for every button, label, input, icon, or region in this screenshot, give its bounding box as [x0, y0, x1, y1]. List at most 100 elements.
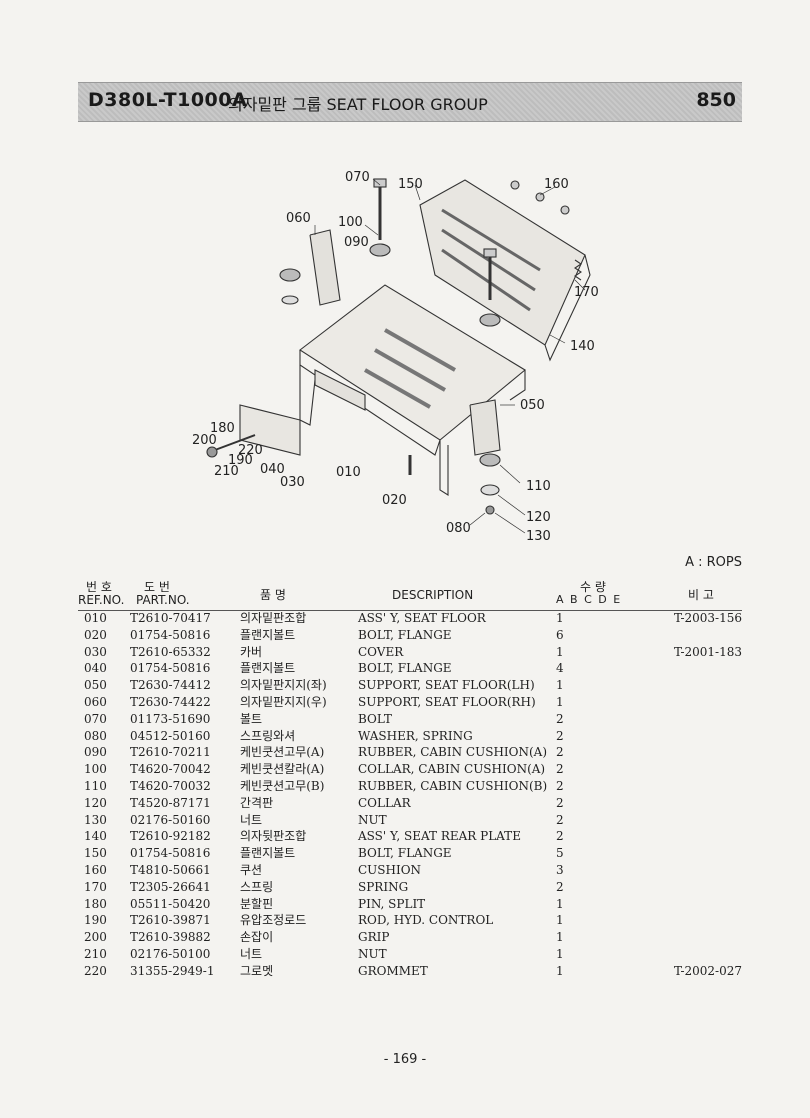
- row-korean-name: 플랜지볼트: [240, 661, 296, 676]
- row-korean-name: 너트: [240, 946, 263, 961]
- row-part-no: 02176-50160: [130, 812, 211, 827]
- row-korean-name: 케빈쿳션고무(A): [240, 745, 325, 760]
- model-number: D380L-T1000A: [88, 89, 248, 111]
- row-description: ASS' Y, SEAT REAR PLATE: [358, 829, 521, 844]
- row-part-no: 04512-50160: [130, 728, 211, 743]
- row-quantity: 4: [556, 661, 564, 676]
- callout-220: 220: [238, 443, 263, 458]
- row-description: GRIP: [358, 930, 390, 945]
- row-part-no: 01754-50816: [130, 846, 211, 861]
- callout-140: 140: [570, 339, 595, 354]
- row-ref-no: 120: [84, 795, 107, 810]
- row-part-no: T4810-50661: [130, 862, 211, 877]
- callout-020: 020: [382, 493, 407, 508]
- group-title: 의자밑판 그룹 SEAT FLOOR GROUP: [228, 95, 488, 114]
- row-ref-no: 190: [84, 913, 107, 928]
- row-ref-no: 110: [84, 778, 107, 793]
- row-part-no: T2610-70211: [130, 745, 211, 760]
- row-korean-name: 의자밑판조합: [240, 611, 307, 625]
- row-korean-name: 볼트: [240, 711, 263, 726]
- row-quantity: 1: [556, 946, 564, 961]
- callout-120: 120: [526, 510, 551, 525]
- row-korean-name: 케빈쿳션칼라(A): [240, 762, 325, 777]
- seat-rear-plate: [419, 179, 586, 346]
- row-quantity: 2: [556, 829, 564, 844]
- row-remark: T-2001-183: [673, 644, 742, 659]
- row-description: CUSHION: [358, 862, 422, 877]
- row-ref-no: 060: [84, 694, 107, 709]
- row-korean-name: 의자뒷판조합: [240, 829, 307, 844]
- row-quantity: 2: [556, 812, 564, 827]
- callout-070: 070: [345, 170, 370, 185]
- row-quantity: 2: [556, 879, 564, 894]
- row-quantity: 1: [556, 930, 564, 945]
- row-description: SUPPORT, SEAT FLOOR(RH): [358, 694, 536, 709]
- row-ref-no: 090: [84, 745, 107, 760]
- row-part-no: T4520-87171: [130, 795, 211, 810]
- row-ref-no: 130: [84, 812, 107, 827]
- page-number: - 169 -: [383, 1052, 427, 1067]
- callout-010: 010: [336, 465, 361, 480]
- row-ref-no: 210: [84, 946, 107, 961]
- row-quantity: 2: [556, 778, 564, 793]
- row-ref-no: 140: [84, 829, 107, 844]
- row-description: COVER: [358, 644, 404, 659]
- callout-110: 110: [526, 479, 551, 494]
- row-description: COLLAR, CABIN CUSHION(A): [358, 762, 546, 777]
- exploded-diagram: 070 150 160 060 100 090 170 140 050 180 …: [180, 165, 620, 550]
- header-description: DESCRIPTION: [392, 588, 474, 602]
- row-quantity: 5: [556, 846, 564, 861]
- row-quantity: 2: [556, 728, 564, 743]
- row-quantity: 2: [556, 711, 564, 726]
- row-part-no: T2305-26641: [130, 879, 211, 894]
- callout-200: 200: [192, 433, 217, 448]
- row-ref-no: 020: [84, 627, 107, 642]
- row-korean-name: 쿠션: [240, 862, 263, 877]
- row-part-no: T2630-74412: [130, 678, 211, 693]
- row-ref-no: 220: [84, 963, 107, 978]
- row-description: BOLT, FLANGE: [358, 627, 452, 642]
- header-qty-kor: 수 량: [580, 580, 606, 594]
- row-korean-name: 스프링: [240, 879, 274, 894]
- row-part-no: T2610-39871: [130, 913, 211, 928]
- callout-210: 210: [214, 464, 239, 479]
- row-remark: T-2002-027: [673, 963, 742, 978]
- row-description: BOLT, FLANGE: [358, 846, 452, 861]
- row-korean-name: 플랜지볼트: [240, 846, 296, 861]
- row-description: NUT: [358, 946, 387, 961]
- row-korean-name: 분할핀: [240, 896, 274, 911]
- row-description: BOLT: [358, 711, 392, 726]
- row-description: BOLT, FLANGE: [358, 661, 452, 676]
- callout-170: 170: [574, 285, 599, 300]
- row-quantity: 1: [556, 913, 564, 928]
- row-description: PIN, SPLIT: [358, 896, 426, 911]
- row-korean-name: 카버: [240, 644, 263, 659]
- callout-090: 090: [344, 235, 369, 250]
- row-part-no: 31355-2949-1: [130, 963, 215, 978]
- rops-note: A : ROPS: [685, 555, 742, 570]
- row-quantity: 2: [556, 795, 564, 810]
- callout-130: 130: [526, 529, 551, 544]
- row-description: SPRING: [358, 879, 409, 894]
- header-ref: REF.NO.: [78, 593, 125, 607]
- row-quantity: 1: [556, 678, 564, 693]
- row-korean-name: 유압조정로드: [240, 913, 307, 928]
- header-qty-cols: A B C D E: [556, 593, 621, 606]
- row-korean-name: 케빈쿳션고무(B): [240, 778, 325, 793]
- row-korean-name: 스프링와셔: [240, 728, 296, 743]
- row-part-no: T2610-70417: [130, 611, 211, 625]
- callout-180: 180: [210, 421, 235, 436]
- header-ref-kor: 번 호: [86, 580, 112, 594]
